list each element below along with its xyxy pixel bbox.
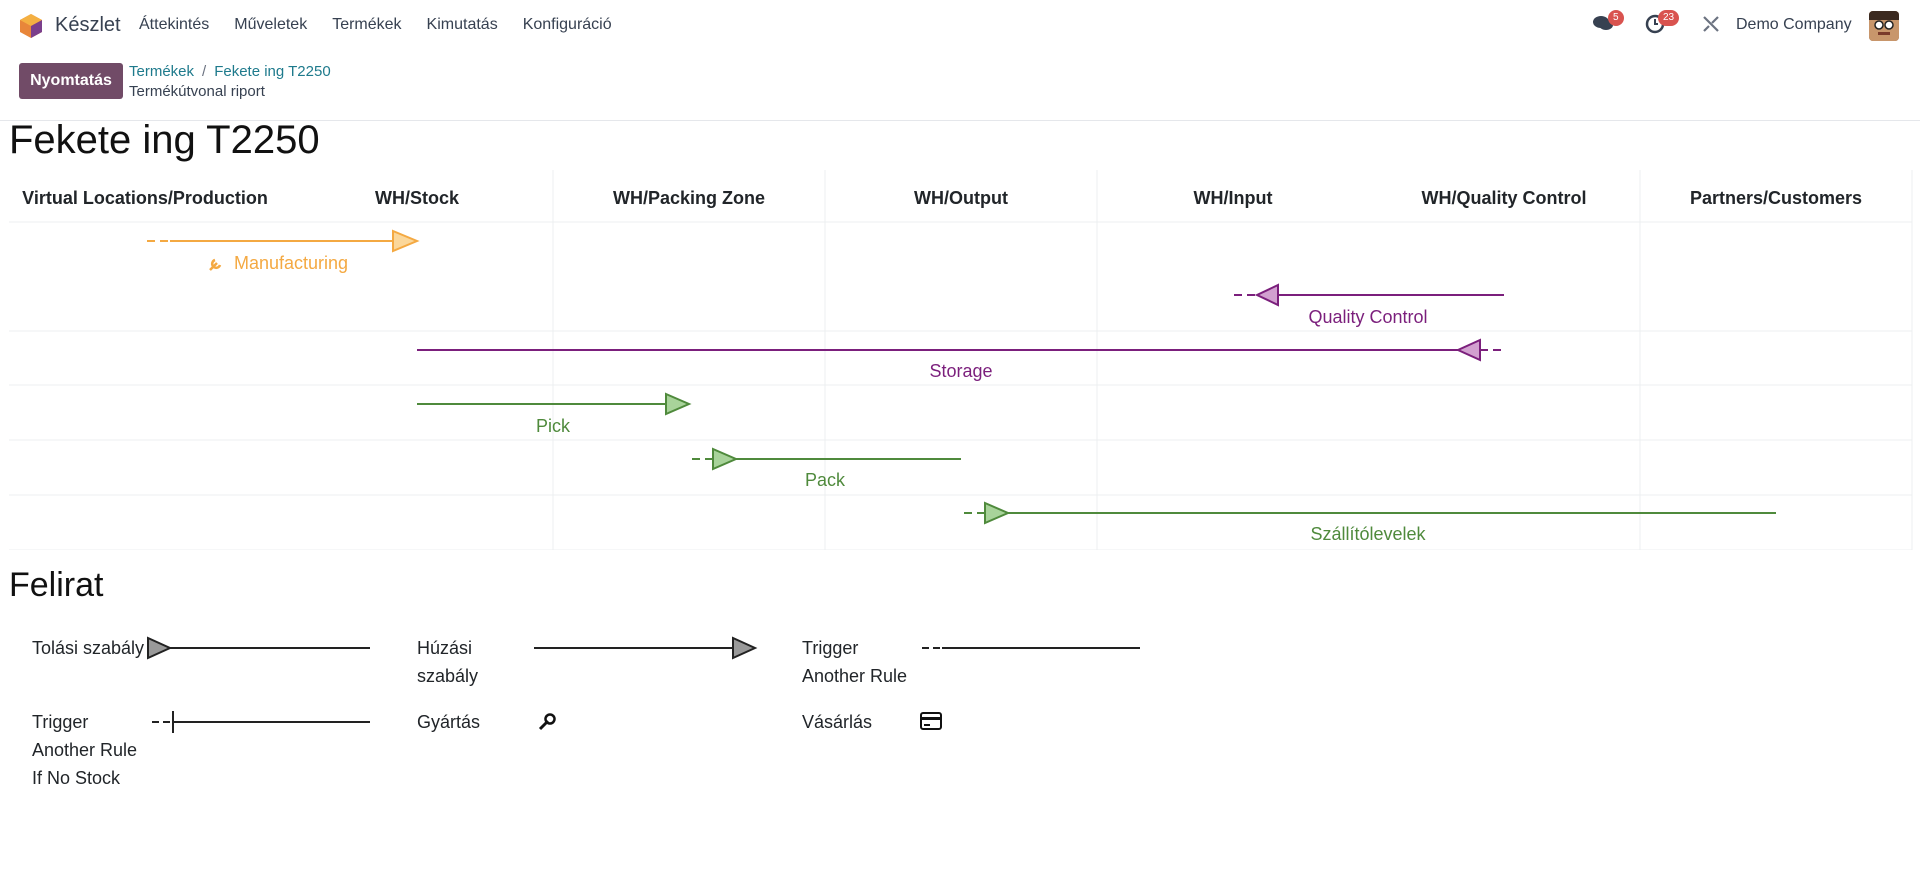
push-rule-symbol <box>147 636 370 660</box>
navbar: Készlet Áttekintés Műveletek Termékek Ki… <box>0 0 1920 52</box>
trigger-rule-symbol <box>922 647 1140 649</box>
route-quality-control: Quality Control <box>1234 283 1504 327</box>
route-delivery: Szállítólevelek <box>964 501 1776 544</box>
messages-button[interactable]: 5 <box>1592 10 1624 39</box>
route-label: Pack <box>805 470 846 490</box>
route-label: Manufacturing <box>234 253 348 273</box>
legend-label-trigger-no-stock: Trigger Another Rule If No Stock <box>32 712 138 788</box>
menu-item-configuration[interactable]: Konfiguráció <box>522 16 612 33</box>
user-avatar[interactable] <box>1869 11 1899 41</box>
chat-icon <box>1593 16 1613 30</box>
legend-title: Felirat <box>9 566 104 604</box>
report-subtitle: Termékútvonal riport <box>129 83 265 100</box>
column-header: Partners/Customers <box>1690 188 1862 208</box>
legend-label-pull: Húzási szabály <box>417 638 479 686</box>
route-pick: Pick <box>417 392 692 436</box>
menu-item-products[interactable]: Termékek <box>332 16 402 33</box>
legend-label-purchase: Vásárlás <box>802 712 873 732</box>
column-header: Virtual Locations/Production <box>22 188 268 208</box>
route-manufacturing: Manufacturing <box>147 229 420 273</box>
avatar-image <box>1869 11 1899 41</box>
route-label: Pick <box>536 416 571 436</box>
route-storage: Storage <box>417 338 1504 381</box>
menu-item-overview[interactable]: Áttekintés <box>139 16 210 33</box>
pull-rule-symbol <box>534 636 758 660</box>
company-switcher[interactable]: Demo Company <box>1736 16 1852 33</box>
column-header: WH/Input <box>1194 188 1273 208</box>
route-grid <box>9 170 1913 550</box>
breadcrumb-product-link[interactable]: Fekete ing T2250 <box>214 63 331 80</box>
wrench-icon <box>538 713 556 731</box>
trigger-no-stock-symbol <box>152 711 370 733</box>
legend-label-manufacturing: Gyártás <box>417 712 481 732</box>
activities-button[interactable]: 23 <box>1644 10 1680 39</box>
breadcrumb: Termékek / Fekete ing T2250 <box>129 63 331 80</box>
menu-item-operations[interactable]: Műveletek <box>234 16 308 33</box>
route-label: Quality Control <box>1308 307 1427 327</box>
divider <box>0 120 1920 121</box>
route-label: Storage <box>929 361 992 381</box>
route-pack: Pack <box>692 447 961 490</box>
breadcrumb-products-link[interactable]: Termékek <box>129 63 195 80</box>
activities-badge: 23 <box>1658 10 1680 26</box>
tools-icon[interactable] <box>1702 15 1720 33</box>
wrench-icon <box>209 258 222 271</box>
route-label: Szállítólevelek <box>1310 524 1426 544</box>
menu-item-reporting[interactable]: Kimutatás <box>426 16 498 33</box>
app-logo-icon[interactable] <box>18 13 44 39</box>
column-header: WH/Output <box>914 188 1008 208</box>
breadcrumb-separator: / <box>202 63 207 80</box>
report-title: Fekete ing T2250 <box>9 118 320 162</box>
legend-label-trigger: Trigger Another Rule <box>802 638 908 686</box>
column-header: WH/Stock <box>375 188 460 208</box>
app-name[interactable]: Készlet <box>55 14 121 36</box>
print-button[interactable]: Nyomtatás <box>19 63 123 99</box>
messages-badge: 5 <box>1608 10 1624 26</box>
column-header: WH/Quality Control <box>1422 188 1587 208</box>
route-diagram: Virtual Locations/Production WH/Stock WH… <box>9 170 1913 550</box>
main-menu: Áttekintés Műveletek Termékek Kimutatás … <box>139 16 637 34</box>
column-header: WH/Packing Zone <box>613 188 765 208</box>
credit-card-icon <box>920 712 942 730</box>
legend-label-push: Tolási szabály <box>32 638 145 658</box>
